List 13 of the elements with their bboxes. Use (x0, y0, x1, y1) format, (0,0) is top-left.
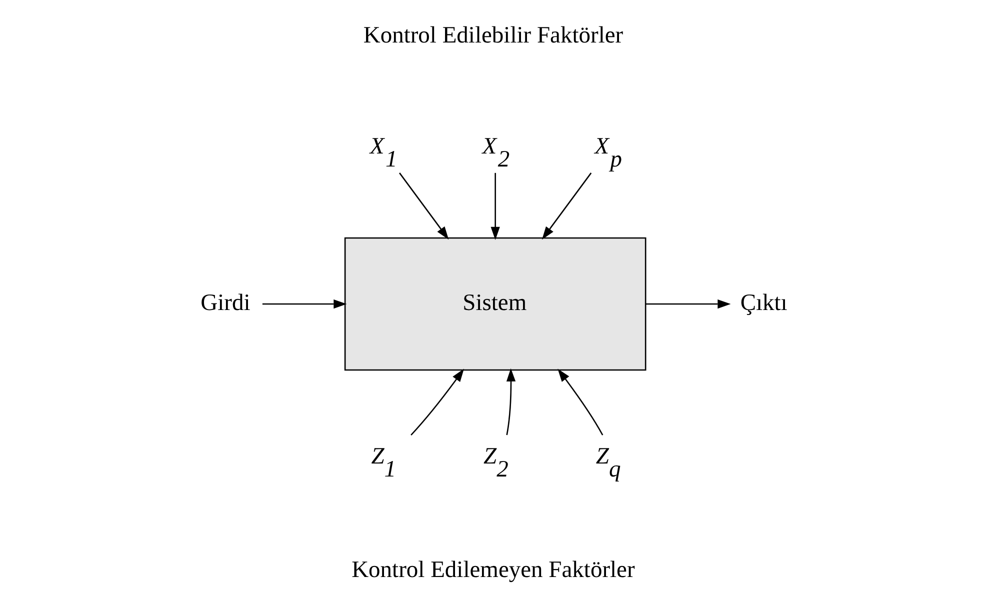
arrow (506, 368, 516, 436)
arrow (645, 299, 730, 309)
label: Kontrol Edilemeyen Faktörler (351, 556, 634, 583)
node-text: Girdi (200, 290, 250, 316)
arrow (398, 172, 448, 240)
arrow (541, 172, 592, 240)
arrow (410, 368, 464, 436)
label: Kontrol Edilebilir Faktörler (362, 22, 623, 49)
node-text: Çıktı (740, 290, 787, 316)
arrow (490, 172, 500, 240)
arrow (557, 368, 603, 436)
arrow (262, 299, 346, 309)
node-box: Sistem (344, 237, 646, 371)
